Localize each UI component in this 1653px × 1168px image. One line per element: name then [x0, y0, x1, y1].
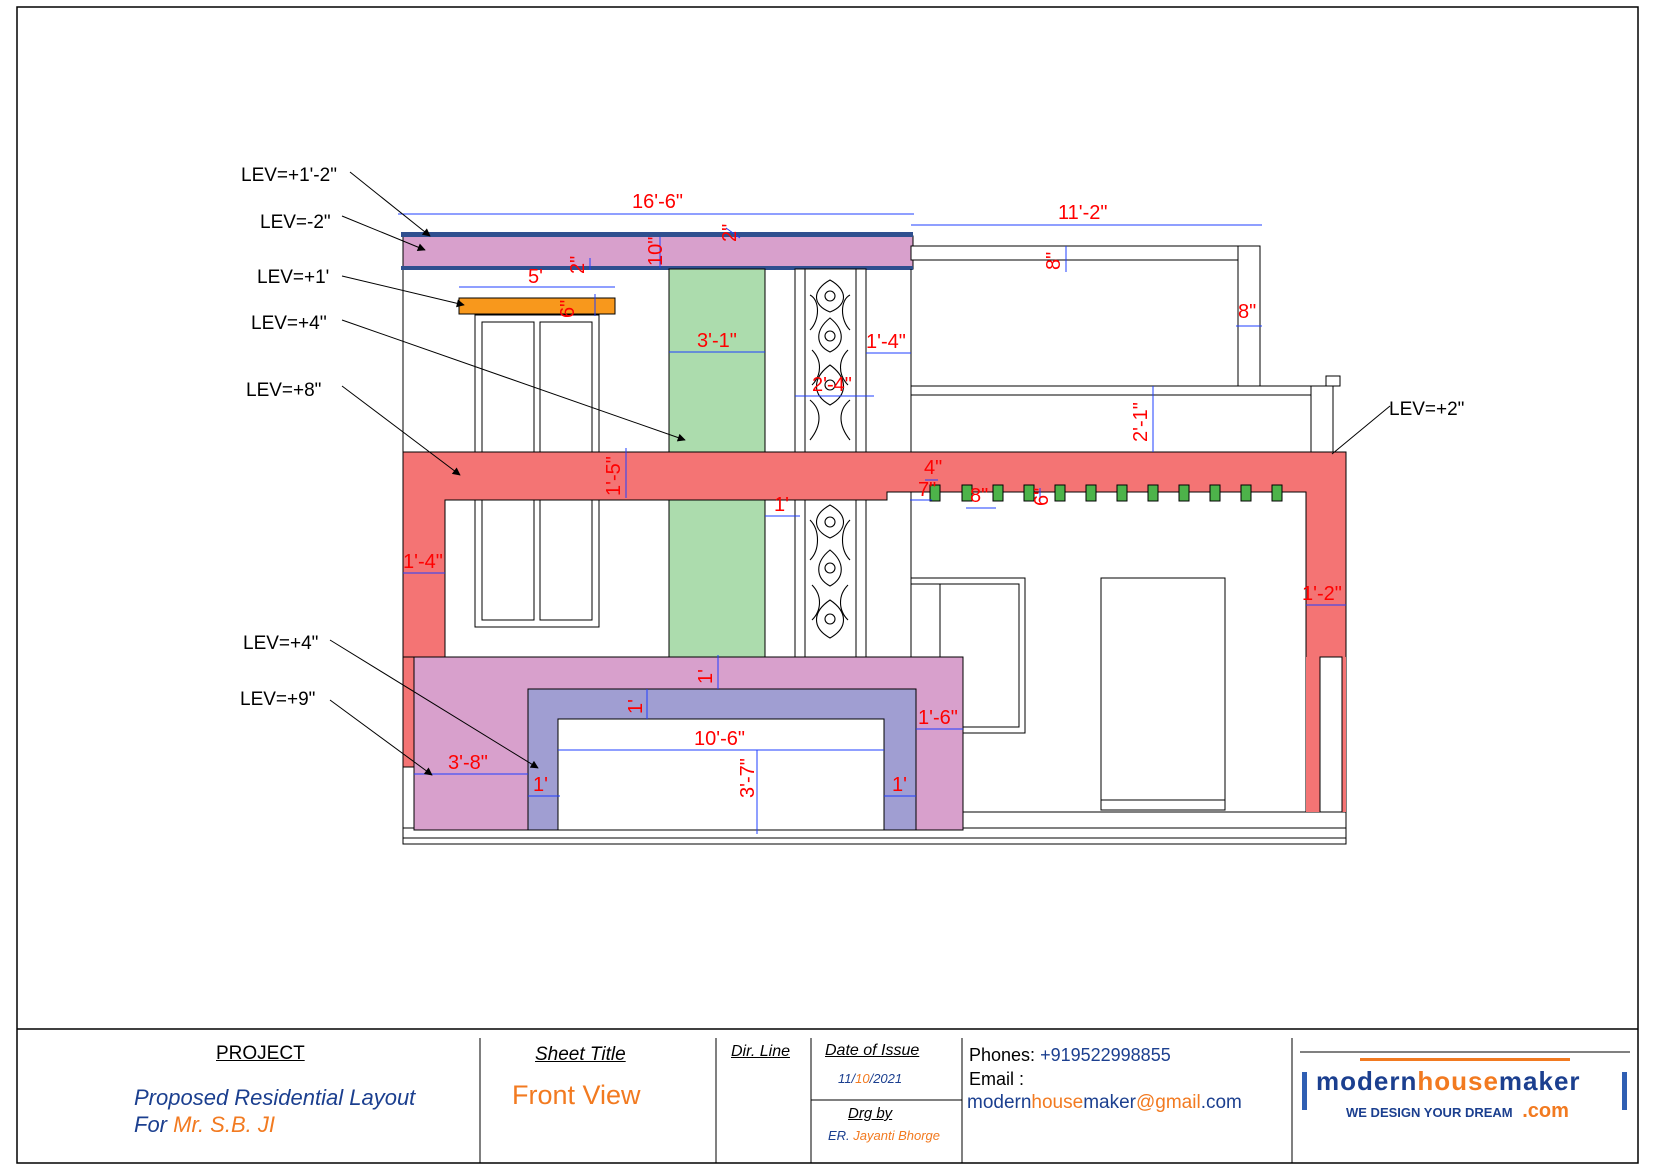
right-pilaster: [1319, 656, 1343, 813]
company-logo: modernhousemaker WE DESIGN YOUR DREAM .c…: [1300, 1052, 1630, 1128]
project-line-2: For Mr. S.B. JI: [134, 1112, 275, 1137]
sheet-title: Front View: [512, 1080, 641, 1110]
dimension-lines: [398, 213, 1346, 834]
window-chajja: [458, 297, 616, 315]
level-label-3: LEV=+1': [257, 267, 329, 288]
date-label: Date of Issue: [825, 1042, 920, 1059]
dim-8-parapet: 8": [1043, 252, 1065, 270]
dim-1-6: 1'-6": [918, 707, 958, 729]
dim-6-block: 6": [1031, 488, 1053, 506]
dim-10-6: 10'-6": [694, 728, 745, 750]
level-label-8: LEV=+9": [240, 689, 315, 710]
level-label-5: LEV=+8": [246, 380, 321, 401]
right-parapet-wall: [910, 385, 1312, 453]
dim-1-arch-left: 1': [625, 699, 647, 714]
level-label-7: LEV=+4": [243, 633, 318, 654]
date-value: 11/10/2021: [838, 1071, 903, 1086]
dim-1-4-top: 1'-4": [866, 331, 906, 353]
title-block-dividers: [479, 1038, 1630, 1163]
right-window-inner: [910, 583, 1020, 728]
project-label: PROJECT: [216, 1043, 305, 1064]
elevation-drawing: [401, 232, 1347, 845]
dim-1-5: 1'-5": [603, 456, 625, 496]
level-labels: LEV=+1'-2" LEV=-2" LEV=+1' LEV=+4'' LEV=…: [240, 165, 1464, 710]
dir-line-label: Dir. Line: [731, 1043, 790, 1060]
jali-pattern: [809, 279, 851, 639]
dim-3-1: 3'-1": [697, 330, 737, 352]
top-slab: [402, 235, 914, 270]
drg-by: ER. Jayanti Bhorge: [828, 1128, 941, 1143]
dim-2-left: 2": [567, 256, 589, 274]
dim-2-4: 2'-4": [812, 374, 852, 396]
sheet-title-label: Sheet Title: [535, 1044, 626, 1065]
dim-2-top: 2": [719, 224, 741, 242]
dim-3-8: 3'-8": [448, 752, 488, 774]
logo-tagline: WE DESIGN YOUR DREAM .com: [1346, 1100, 1569, 1122]
dim-6: 6": [557, 300, 579, 318]
green-block-row: [929, 484, 1283, 502]
dim-7: 7": [918, 479, 936, 501]
dim-16-6: 16'-6": [632, 191, 683, 213]
dim-11-2: 11'-2": [1058, 202, 1107, 224]
dim-3-7: 3'-7": [737, 758, 759, 798]
dim-5: 5': [528, 266, 543, 288]
bottom-slab-edge: [401, 266, 913, 270]
dim-8-column: 8": [1238, 301, 1256, 323]
dim-2-1: 2'-1": [1130, 402, 1152, 442]
dim-4: 4": [924, 457, 942, 479]
project-client: Mr. S.B. JI: [173, 1112, 275, 1137]
dim-1-bottom-left: 1': [533, 774, 548, 796]
level-label-4: LEV=+4'': [251, 313, 327, 334]
door: [1100, 577, 1226, 811]
logo-graphic: [1302, 1058, 1627, 1110]
level-label-6: LEV=+2": [1389, 399, 1464, 420]
level-leaders: [329, 171, 1391, 776]
email-value[interactable]: modernhousemaker@gmail.com: [967, 1092, 1242, 1113]
parapet-end: [1310, 385, 1334, 453]
porch-opening: [557, 718, 885, 831]
sheet-border: [16, 6, 1639, 1164]
logo-com: .com: [1522, 1100, 1569, 1122]
parapet-cap: [1325, 375, 1341, 387]
right-parapet-beam: [910, 245, 1261, 261]
email-label: Email :: [969, 1069, 1025, 1089]
phones: Phones: +919522998855: [969, 1045, 1171, 1065]
top-slab-edge: [401, 232, 913, 237]
dim-1-bottom-right: 1': [892, 774, 907, 796]
dim-1-mid: 1': [774, 494, 789, 516]
level-label-1: LEV=+1'-2": [241, 165, 337, 186]
logo-wordmark: modernhousemaker: [1316, 1066, 1581, 1096]
dim-1-4-left: 1'-4": [403, 551, 443, 573]
project-name: Proposed Residential Layout For Mr. S.B.…: [134, 1084, 415, 1138]
level-label-2: LEV=-2": [260, 212, 331, 233]
dim-8-block: 8": [970, 485, 988, 507]
dim-1-2: 1'-2": [1302, 583, 1342, 605]
project-line-1: Proposed Residential Layout: [134, 1085, 416, 1110]
dimension-labels: 16'-6" 11'-2" 2" 10" 2" 5' 6" 8" 8" 3'-1…: [403, 191, 1342, 798]
dim-10: 10": [645, 237, 667, 266]
dim-1-arch-top: 1': [695, 669, 717, 684]
drg-label: Drg by: [848, 1105, 893, 1122]
